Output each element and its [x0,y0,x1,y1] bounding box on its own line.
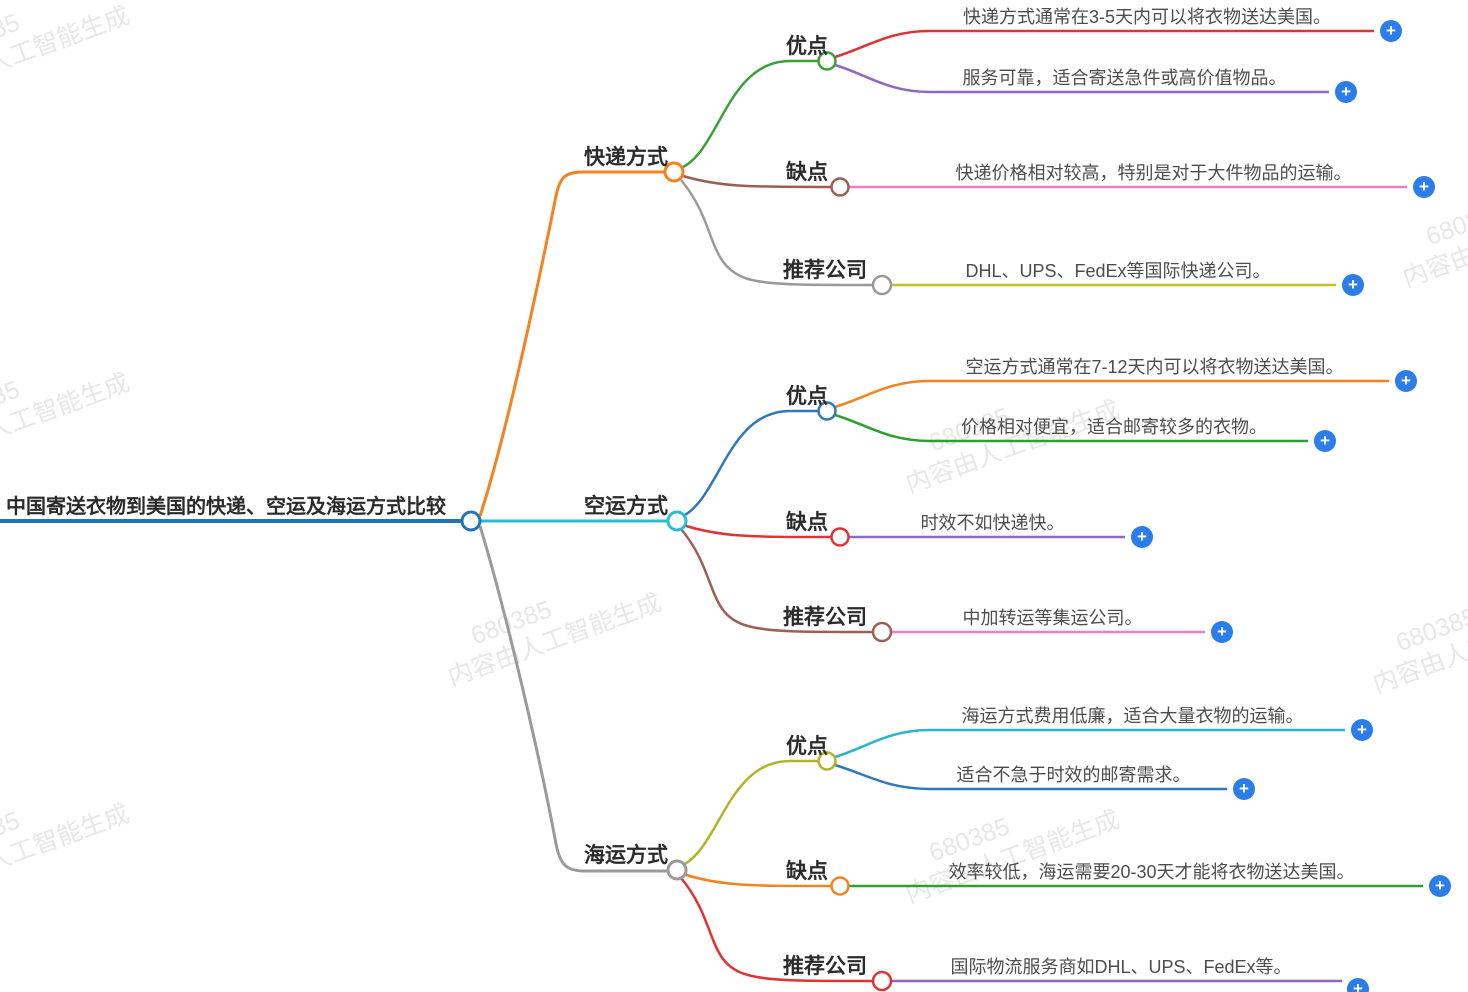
expand-button[interactable]: + [1347,978,1369,992]
expand-button[interactable]: + [1413,176,1435,198]
leaf-text[interactable]: 快递方式通常在3-5天内可以将衣物送达美国。 [962,7,1331,27]
branch-sea-label[interactable]: 海运方式 [584,844,668,867]
expand-button[interactable]: + [1395,370,1417,392]
express-adv-circle[interactable] [817,51,837,71]
edge-sea-adv [682,759,818,867]
air-dis-circle[interactable] [830,527,850,547]
branch-express-label[interactable]: 快递方式 [584,146,668,169]
air-adv-circle[interactable] [817,401,837,421]
edge-express-adv-leaf1 [834,29,1374,59]
expand-button[interactable]: + [1131,526,1153,548]
air-dis-label[interactable]: 缺点 [786,511,828,534]
express-dis-circle[interactable] [830,177,850,197]
leaf-text[interactable]: 时效不如快递快。 [920,513,1065,533]
expand-button[interactable]: + [1211,621,1233,643]
expand-button[interactable]: + [1351,719,1373,741]
expand-button[interactable]: + [1380,20,1402,42]
expand-button[interactable]: + [1335,81,1357,103]
leaf-text[interactable]: 效率较低，海运需要20-30天才能将衣物送达美国。 [948,862,1355,882]
expand-button[interactable]: + [1342,274,1364,296]
express-adv-label[interactable]: 优点 [786,35,828,58]
edge-sea-rec [680,877,873,983]
edge-sea-adv-leaf2 [834,763,1227,791]
sea-adv-label[interactable]: 优点 [786,735,828,758]
express-rec-label[interactable]: 推荐公司 [783,259,867,282]
leaf-text[interactable]: 海运方式费用低廉，适合大量衣物的运输。 [961,706,1304,726]
root-node-circle[interactable] [460,510,482,532]
air-rec-label[interactable]: 推荐公司 [783,606,867,629]
expand-button[interactable]: + [1233,778,1255,800]
sea-rec-label[interactable]: 推荐公司 [783,955,867,978]
leaf-text[interactable]: 快递价格相对较高，特别是对于大件物品的运输。 [955,163,1352,183]
edge-air-dis [682,523,832,539]
edge-express-dis [682,174,832,189]
sea-dis-label[interactable]: 缺点 [786,860,828,883]
air-rec-circle[interactable] [871,621,893,643]
edge-express-adv-leaf2 [834,63,1329,94]
sea-rec-circle[interactable] [871,970,893,992]
leaf-text[interactable]: DHL、UPS、FedEx等国际快递公司。 [965,261,1271,281]
air-adv-label[interactable]: 优点 [786,385,828,408]
express-node-circle[interactable] [663,161,685,183]
expand-button[interactable]: + [1314,430,1336,452]
leaf-text[interactable]: 国际物流服务商如DHL、UPS、FedEx等。 [950,957,1292,977]
edge-sea-adv-leaf1 [834,728,1345,759]
leaf-text[interactable]: 价格相对便宜，适合邮寄较多的衣物。 [961,417,1267,437]
express-rec-circle[interactable] [871,274,893,296]
edge-express-adv [682,59,818,169]
root-node-label[interactable]: 中国寄送衣物到美国的快递、空运及海运方式比较 [6,496,446,518]
edge-root-express [478,170,664,517]
leaf-text[interactable]: 适合不急于时效的邮寄需求。 [956,765,1191,785]
leaf-text[interactable]: 空运方式通常在7-12天内可以将衣物送达美国。 [965,357,1344,377]
sea-adv-circle[interactable] [817,751,837,771]
sea-node-circle[interactable] [666,859,688,881]
edge-express-rec [680,179,873,287]
edge-sea-dis [682,872,832,888]
edge-air-adv [682,409,818,518]
edge-air-rec [680,528,873,634]
edge-root-sea [478,525,667,873]
air-node-circle[interactable] [666,510,688,532]
edge-air-adv-leaf2 [834,413,1308,443]
leaf-text[interactable]: 中加转运等集运公司。 [962,608,1143,628]
branch-air-label[interactable]: 空运方式 [584,495,668,518]
sea-dis-circle[interactable] [830,876,850,896]
edge-air-adv-leaf1 [834,379,1389,409]
express-dis-label[interactable]: 缺点 [786,161,828,184]
leaf-text[interactable]: 服务可靠，适合寄送急件或高价值物品。 [962,68,1287,88]
expand-button[interactable]: + [1429,875,1451,897]
